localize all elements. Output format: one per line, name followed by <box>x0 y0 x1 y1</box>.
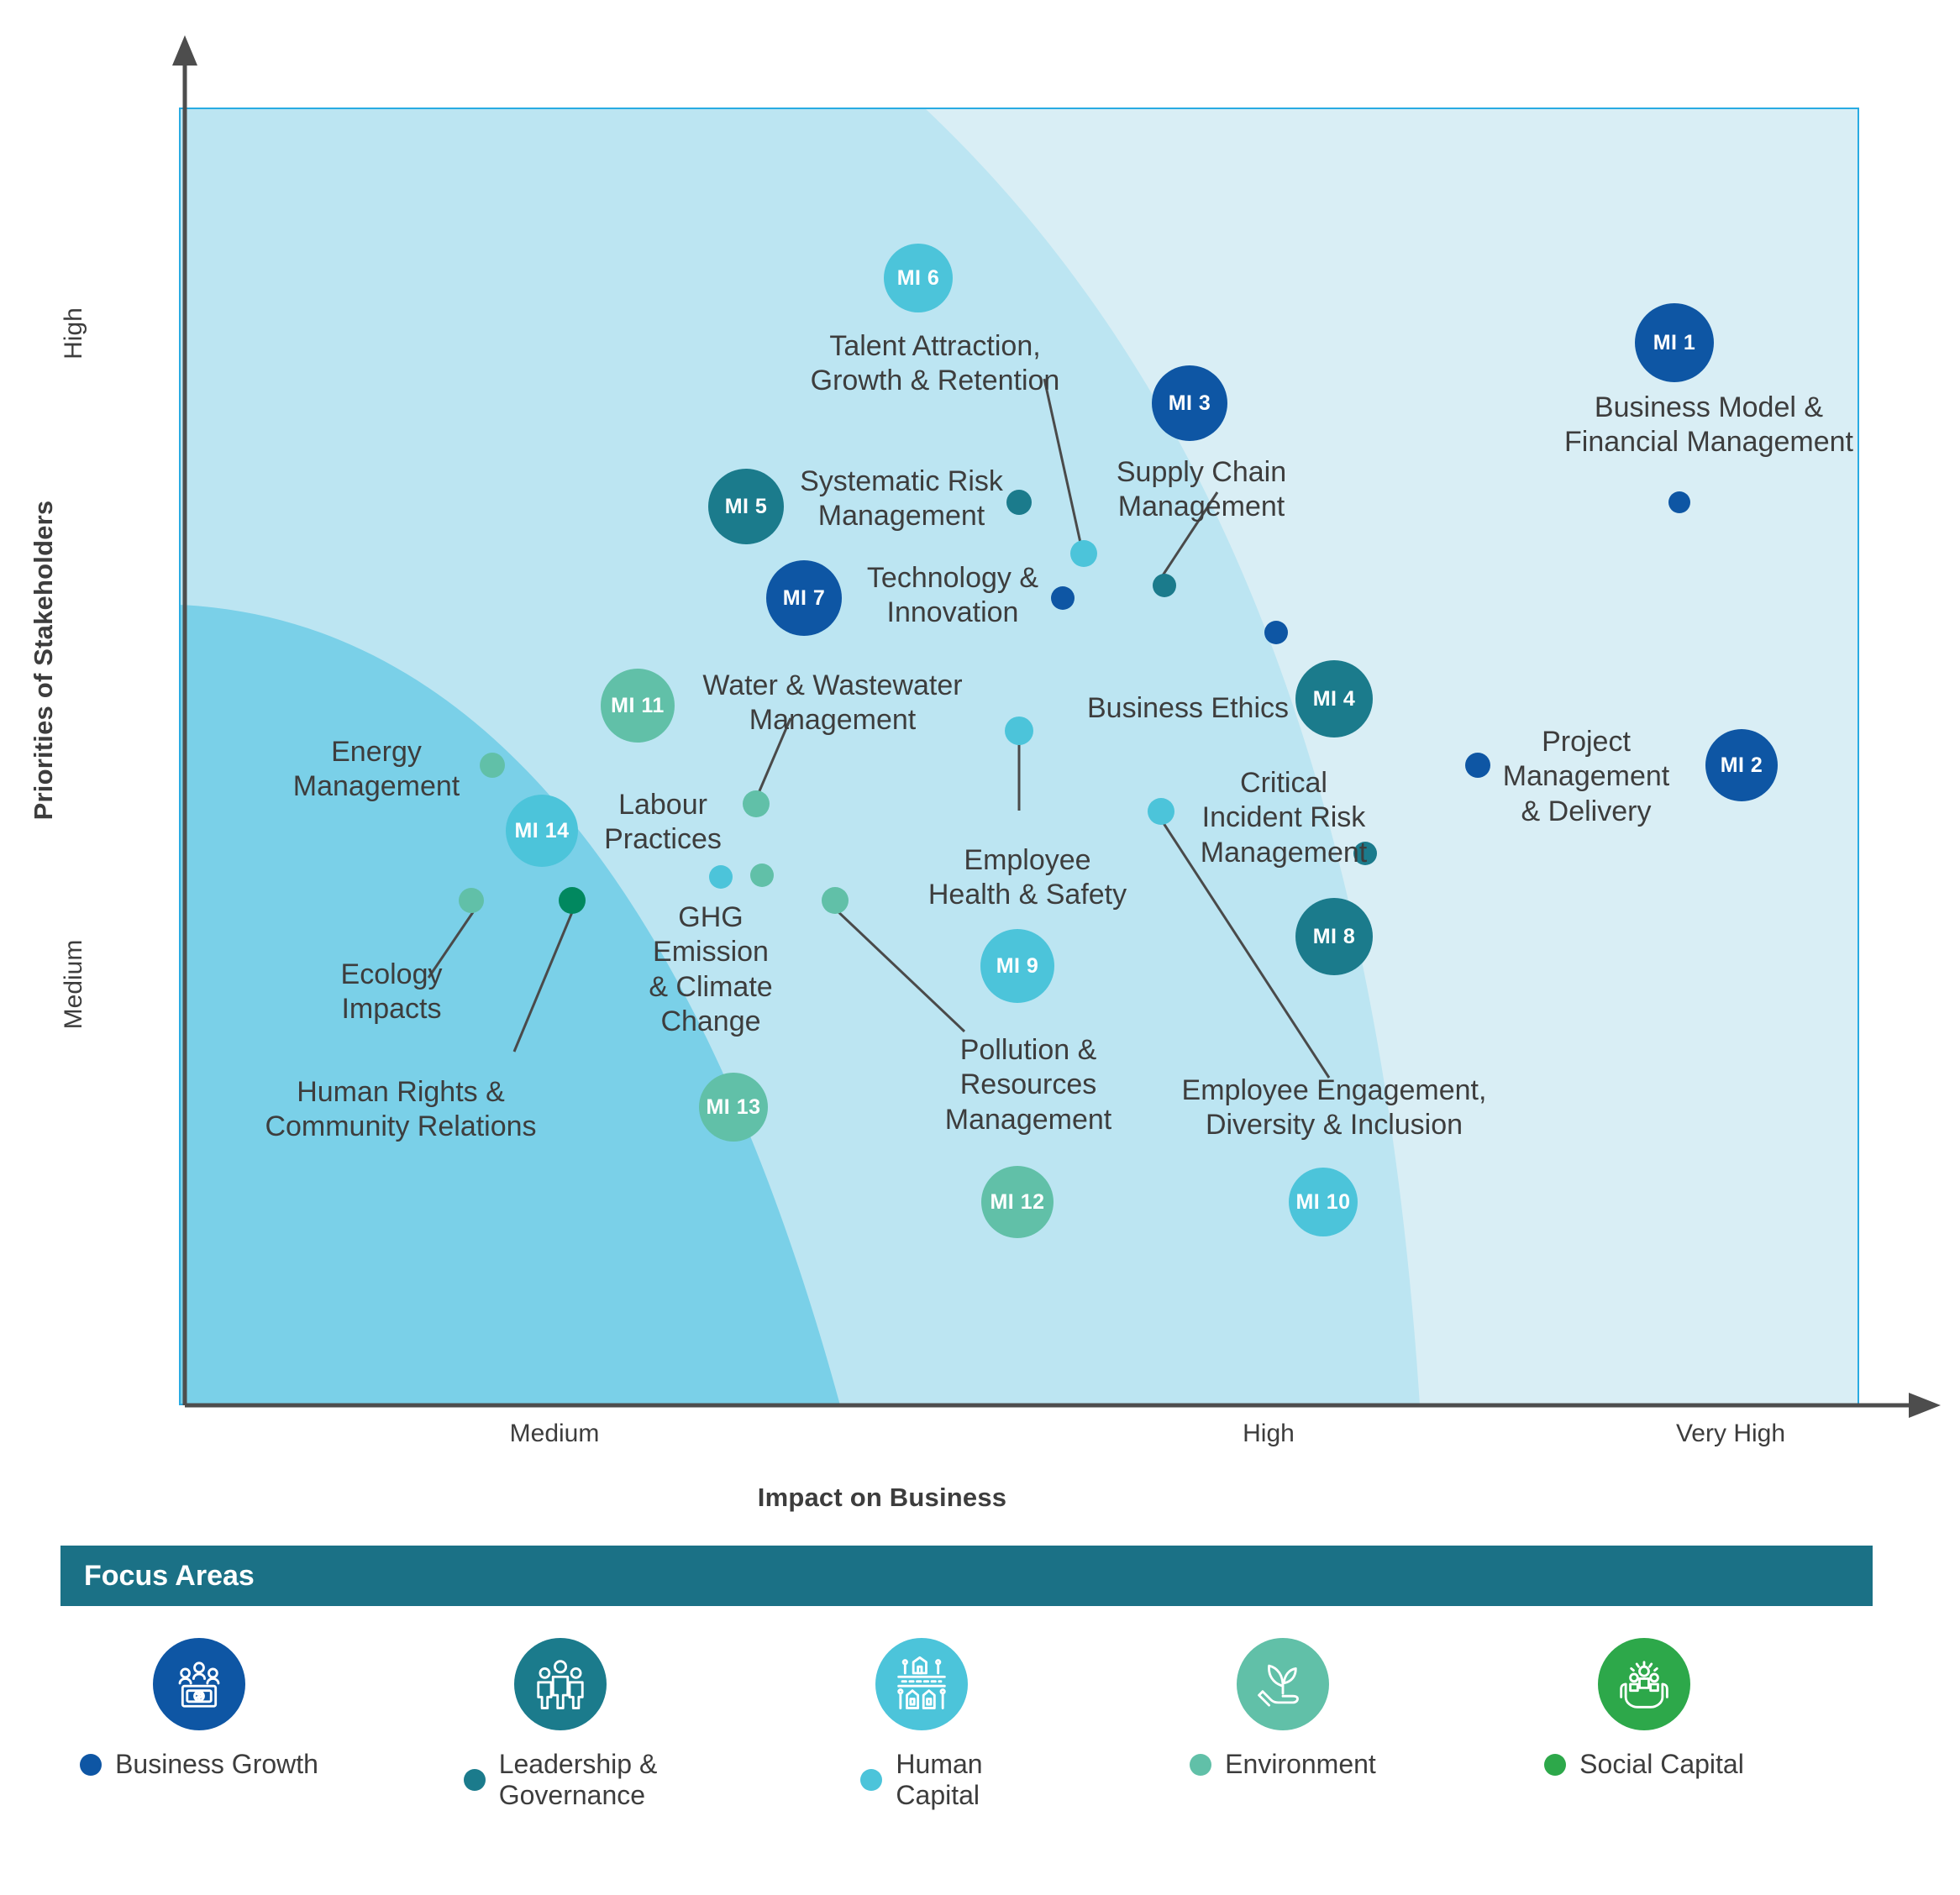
dot-business-model[interactable] <box>1668 491 1690 513</box>
label-talent-attraction: Talent Attraction, Growth & Retention <box>810 330 1060 397</box>
legend-swatch-icon <box>1190 1753 1212 1776</box>
bubble-mi-1[interactable]: MI 1 <box>1635 303 1714 382</box>
bubble-mi-5[interactable]: MI 5 <box>708 469 784 544</box>
bubble-mi-3[interactable]: MI 3 <box>1152 365 1227 441</box>
y-tick-high: High <box>60 307 87 360</box>
label-project-mgmt: Project Management & Delivery <box>1502 726 1670 827</box>
dot-crit-small[interactable] <box>1353 842 1377 865</box>
bubble-mi-12[interactable]: MI 12 <box>981 1166 1054 1238</box>
legend-label-row: Social Capital <box>1505 1749 1783 1780</box>
dot-employee-hs[interactable] <box>1005 717 1033 745</box>
dot-business-ethics[interactable] <box>1264 621 1288 644</box>
leader-lines <box>427 378 1331 1079</box>
legend-swatch-icon <box>860 1769 883 1792</box>
matrix-canvas <box>172 35 1941 1418</box>
label-technology: Technology & Innovation <box>866 562 1039 629</box>
label-human-rights: Human Rights & Community Relations <box>265 1076 537 1143</box>
bubble-mi-13[interactable]: MI 13 <box>699 1073 768 1142</box>
leader-ecology <box>427 911 475 979</box>
bubble-mi-4[interactable]: MI 4 <box>1295 660 1373 738</box>
leader-supply-chain <box>1161 491 1219 576</box>
bubble-mi-8[interactable]: MI 8 <box>1295 898 1373 975</box>
dot-talent-attraction[interactable] <box>1070 540 1097 567</box>
dot-critical-incident[interactable] <box>1148 798 1174 825</box>
legend-label: Business Growth <box>115 1749 318 1779</box>
leader-water-wastewater <box>757 717 792 794</box>
label-business-ethics: Business Ethics <box>1087 692 1289 724</box>
three-people-icon <box>514 1638 607 1730</box>
legend-label-row: Business Growth <box>60 1749 338 1780</box>
focus-areas-bar: Focus Areas <box>60 1546 1873 1606</box>
bubble-mi-10[interactable]: MI 10 <box>1289 1168 1358 1236</box>
legend-item-business-growth[interactable]: Business Growth <box>60 1638 338 1780</box>
label-employee-engagement: Employee Engagement, Diversity & Inclusi… <box>1181 1074 1487 1142</box>
bubble-mi-7[interactable]: MI 7 <box>766 560 842 636</box>
dot-labour-a[interactable] <box>709 865 733 889</box>
band-inner <box>179 605 840 1405</box>
x-axis-title: Impact on Business <box>757 1483 1007 1512</box>
bubble-mi-9[interactable]: MI 9 <box>980 929 1054 1003</box>
leader-human-rights <box>512 911 574 1052</box>
legend-item-social-capital[interactable]: Social Capital <box>1505 1638 1783 1780</box>
hand-plant-icon <box>1237 1638 1329 1730</box>
legend-label-row: Leadership & Governance <box>422 1749 699 1811</box>
label-business-model: Business Model & Financial Management <box>1564 391 1853 459</box>
y-tick-medium: Medium <box>60 939 87 1030</box>
label-systematic-risk: Systematic Risk Management <box>800 465 1003 533</box>
legend-label-row: Human Capital <box>783 1749 1060 1811</box>
legend-item-human-capital[interactable]: Human Capital <box>783 1638 1060 1811</box>
leader-pollution <box>833 907 966 1033</box>
dot-human-rights[interactable] <box>559 887 586 914</box>
legend-label: Leadership & Governance <box>498 1749 658 1811</box>
legend-item-environment[interactable]: Environment <box>1144 1638 1421 1780</box>
x-tick-high: High <box>1243 1420 1295 1447</box>
community-buildings-icon <box>875 1638 968 1730</box>
dot-ghg[interactable] <box>822 887 849 914</box>
label-supply-chain: Supply Chain Management <box>1116 456 1287 523</box>
label-employee-hs: Employee Health & Safety <box>927 844 1127 911</box>
label-labour-practices: Labour Practices <box>604 789 722 856</box>
x-tick-medium: Medium <box>509 1420 600 1447</box>
y-axis-title: Priorities of Stakeholders <box>29 500 58 821</box>
label-ecology-impacts: Ecology Impacts <box>340 958 443 1026</box>
dot-systematic-risk[interactable] <box>1006 490 1032 515</box>
label-pollution: Pollution & Resources Management <box>944 1034 1112 1136</box>
label-water-wastewater: Water & Wastewater Management <box>702 669 963 737</box>
legend-label: Environment <box>1225 1749 1376 1779</box>
bubble-mi-2[interactable]: MI 2 <box>1705 729 1778 801</box>
bubble-mi-11[interactable]: MI 11 <box>601 669 675 743</box>
dot-ecology[interactable] <box>459 888 484 913</box>
axis-lines <box>172 35 1941 1418</box>
label-ghg: GHG Emission & Climate Change <box>649 901 773 1038</box>
money-people-icon <box>153 1638 245 1730</box>
dot-labour-b[interactable] <box>750 864 774 887</box>
background-bands <box>179 108 1859 1405</box>
bubble-mi-14[interactable]: MI 14 <box>506 795 578 867</box>
dot-supply-chain[interactable] <box>1153 574 1176 597</box>
legend-label: Human Capital <box>896 1749 983 1811</box>
label-energy-management: Energy Management <box>292 736 460 803</box>
label-critical-incident: Critical Incident Risk Management <box>1200 767 1368 869</box>
leader-critical-incident <box>1160 820 1331 1079</box>
focus-areas-title: Focus Areas <box>84 1559 255 1592</box>
legend-label: Social Capital <box>1579 1749 1744 1779</box>
dot-technology[interactable] <box>1051 586 1075 610</box>
legend-swatch-icon <box>80 1753 102 1776</box>
dot-project-mgmt[interactable] <box>1465 753 1490 778</box>
dot-water-waste[interactable] <box>743 790 770 817</box>
legend-swatch-icon <box>463 1769 486 1792</box>
dot-energy[interactable] <box>480 753 505 778</box>
hands-people-icon <box>1598 1638 1690 1730</box>
legend-item-leadership-governance[interactable]: Leadership & Governance <box>422 1638 699 1811</box>
legend-swatch-icon <box>1544 1753 1567 1776</box>
bubble-mi-6[interactable]: MI 6 <box>884 244 953 312</box>
legend-label-row: Environment <box>1144 1749 1421 1780</box>
focus-areas-legend: Business Growth Leadership & Governance … <box>60 1638 1873 1856</box>
x-tick-very-high: Very High <box>1675 1420 1786 1447</box>
leader-talent-attraction <box>1043 378 1082 543</box>
